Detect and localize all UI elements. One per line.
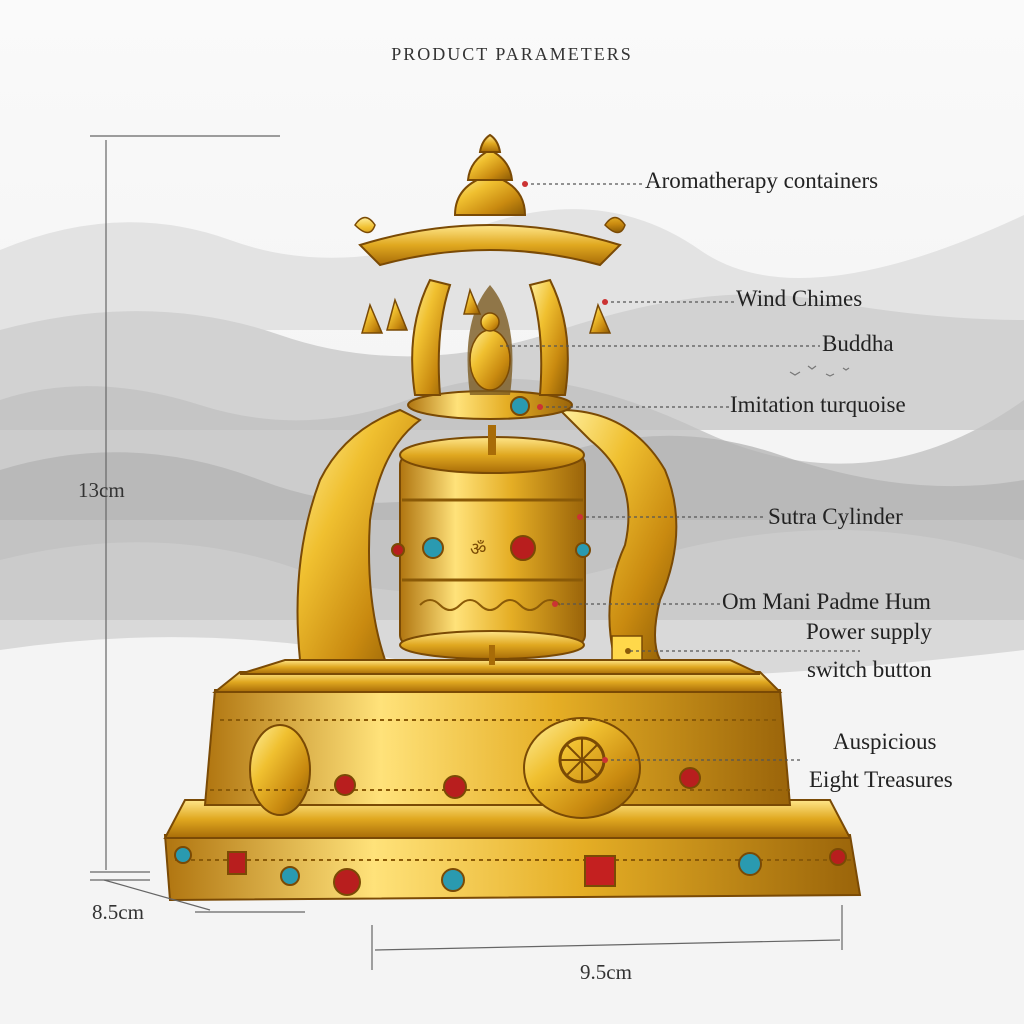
callout-eight-treasures: Eight Treasures (809, 767, 953, 792)
callout-dots (522, 181, 608, 763)
callout-power-supply: Power supply (806, 619, 932, 644)
callout-sutra-cylinder: Sutra Cylinder (768, 504, 903, 529)
dimension-lines (90, 135, 843, 970)
callout-aromatherapy-containers: Aromatherapy containers (645, 168, 879, 193)
callout-switch-button: switch button (807, 657, 932, 682)
callout-imitation-turquoise: Imitation turquoise (730, 392, 906, 417)
dimension-width: 9.5cm (580, 960, 632, 984)
dimension-depth: 8.5cm (92, 900, 144, 924)
svg-text:ॐ: ॐ (470, 539, 486, 560)
dimension-height: 13cm (78, 478, 125, 502)
callout-wind-chimes: Wind Chimes (736, 286, 863, 311)
page-title: PRODUCT PARAMETERS (391, 44, 633, 64)
callout-om-mani-padme-hum: Om Mani Padme Hum (722, 589, 931, 614)
callout-auspicious: Auspicious (833, 729, 937, 754)
callout-buddha: Buddha (822, 331, 894, 356)
callout-leaders (500, 183, 860, 761)
